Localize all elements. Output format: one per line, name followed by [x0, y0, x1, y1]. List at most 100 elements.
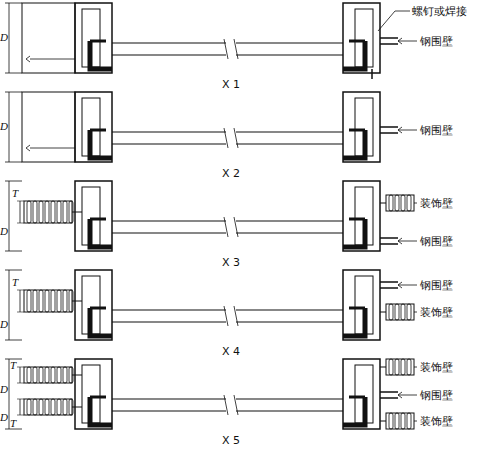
stroke	[9, 181, 10, 251]
stroke	[349, 129, 365, 132]
stroke	[343, 41, 365, 69]
stroke	[9, 92, 10, 162]
stroke	[45, 367, 49, 383]
stroke	[398, 41, 417, 42]
figure-caption: X 3	[222, 256, 240, 269]
stroke	[401, 195, 405, 211]
stroke	[39, 399, 43, 415]
stroke	[90, 218, 106, 221]
stroke	[398, 127, 402, 133]
stroke	[90, 129, 106, 132]
stroke	[112, 54, 226, 55]
stroke	[112, 309, 226, 310]
stroke	[5, 251, 22, 252]
outline	[343, 3, 380, 73]
stroke	[27, 367, 31, 383]
figure-caption: X 1	[222, 78, 240, 91]
part-label: 装饰壁	[420, 197, 453, 210]
stroke	[407, 195, 411, 211]
stroke	[30, 59, 75, 60]
stroke	[414, 421, 417, 422]
stroke	[51, 290, 55, 312]
stroke	[20, 367, 21, 383]
stroke	[33, 399, 37, 415]
stroke	[395, 304, 399, 320]
stroke	[407, 359, 411, 375]
stroke	[380, 391, 398, 393]
outline	[75, 270, 112, 340]
outline	[22, 92, 75, 162]
stroke	[63, 367, 67, 383]
stroke	[380, 237, 398, 239]
stroke	[343, 219, 365, 247]
outline	[343, 181, 380, 251]
stroke	[380, 203, 386, 204]
dimension-label: D	[0, 225, 8, 238]
outline	[75, 92, 112, 162]
stroke	[5, 270, 22, 271]
figure-caption: X 5	[222, 434, 240, 447]
stroke	[398, 282, 402, 288]
stroke	[398, 285, 417, 286]
stroke	[45, 201, 49, 223]
outline	[75, 359, 112, 429]
stroke	[112, 42, 226, 43]
stroke	[349, 40, 365, 43]
stroke	[389, 413, 393, 429]
stroke	[90, 308, 112, 336]
stroke	[398, 38, 402, 44]
outline	[75, 181, 112, 251]
dimension-label: D	[0, 120, 8, 133]
stroke	[236, 42, 343, 43]
stroke	[380, 397, 398, 399]
stroke	[30, 148, 75, 149]
stroke	[17, 290, 24, 291]
stroke	[380, 312, 386, 313]
stroke	[224, 39, 228, 59]
stroke	[5, 3, 22, 4]
stroke	[398, 395, 417, 396]
part-label: 钢围壁	[420, 35, 453, 48]
stroke	[343, 308, 365, 336]
stroke	[57, 367, 61, 383]
stroke	[398, 130, 417, 131]
stroke	[234, 306, 238, 326]
stroke	[17, 367, 24, 368]
stroke	[20, 290, 21, 312]
stroke	[39, 367, 43, 383]
stroke	[63, 201, 67, 223]
stroke	[236, 143, 343, 144]
stroke	[57, 290, 61, 312]
stroke	[5, 181, 22, 182]
stroke	[9, 359, 10, 429]
figure-caption: X 4	[222, 345, 240, 358]
part-label: 钢围壁	[420, 124, 453, 137]
stroke	[380, 132, 398, 134]
stroke	[224, 306, 228, 326]
stroke	[5, 162, 22, 163]
stroke	[9, 3, 10, 73]
outline	[386, 359, 414, 375]
stroke	[380, 367, 386, 368]
stroke	[234, 217, 238, 237]
stroke	[380, 421, 386, 422]
outline	[75, 3, 112, 73]
stroke	[234, 128, 238, 148]
part-label: 装饰壁	[420, 306, 453, 319]
stroke	[224, 128, 228, 148]
stroke	[234, 39, 238, 59]
stroke	[33, 367, 37, 383]
dimension-label: D	[0, 383, 8, 396]
stroke	[112, 131, 226, 132]
stroke	[380, 126, 398, 128]
stroke	[17, 312, 24, 313]
stroke	[395, 195, 399, 211]
stroke	[395, 413, 399, 429]
outline	[343, 270, 380, 340]
stroke	[57, 399, 61, 415]
stroke	[20, 201, 21, 223]
stroke	[236, 131, 343, 132]
stroke	[27, 290, 31, 312]
